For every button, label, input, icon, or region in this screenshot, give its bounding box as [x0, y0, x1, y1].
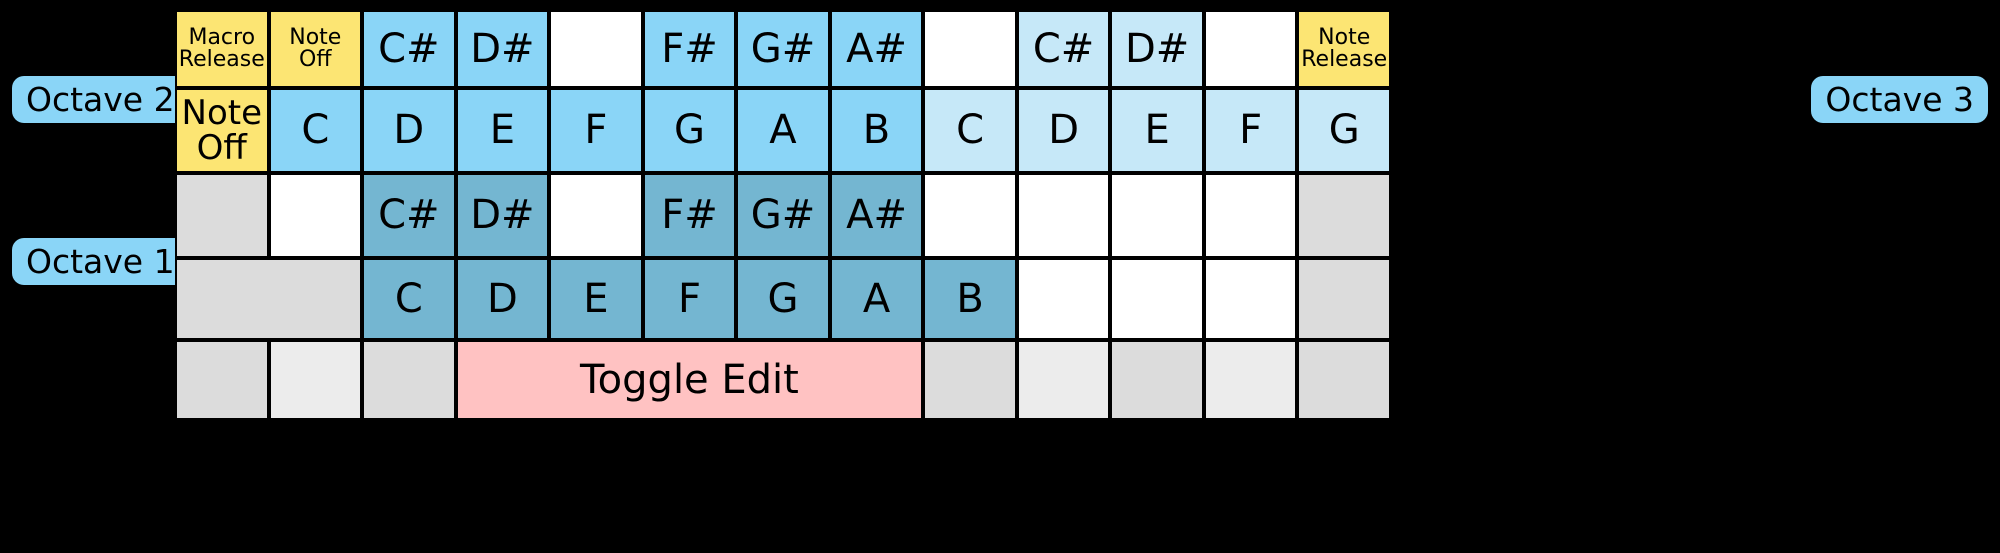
- key-f[interactable]: F: [642, 258, 737, 340]
- key-blank[interactable]: [923, 10, 1017, 88]
- key-b[interactable]: B: [923, 258, 1017, 340]
- key-blank[interactable]: [923, 173, 1017, 258]
- key-c[interactable]: C#: [362, 10, 456, 88]
- key-blank[interactable]: [1203, 258, 1298, 340]
- key-c[interactable]: C: [362, 258, 456, 340]
- key-toggle-edit[interactable]: Toggle Edit: [455, 340, 924, 420]
- key-note-off[interactable]: Note Off: [175, 88, 269, 173]
- key-g[interactable]: G: [736, 258, 830, 340]
- key-f[interactable]: F#: [642, 173, 737, 258]
- key-g[interactable]: G: [1297, 88, 1391, 173]
- key-blank[interactable]: [1016, 340, 1111, 420]
- key-c[interactable]: C: [268, 88, 363, 173]
- key-g[interactable]: G#: [736, 173, 830, 258]
- key-d[interactable]: D#: [1110, 10, 1204, 88]
- key-g[interactable]: G: [642, 88, 737, 173]
- key-blank[interactable]: [1110, 340, 1204, 420]
- key-g[interactable]: G#: [736, 10, 830, 88]
- key-blank[interactable]: [175, 173, 269, 258]
- key-blank[interactable]: [1203, 10, 1298, 88]
- key-blank[interactable]: [1297, 340, 1391, 420]
- key-c[interactable]: C#: [1016, 10, 1111, 88]
- octave-1-label: Octave 1: [12, 238, 189, 285]
- key-e[interactable]: E: [455, 88, 550, 173]
- key-d[interactable]: D#: [455, 10, 550, 88]
- key-c[interactable]: C: [923, 88, 1017, 173]
- key-blank[interactable]: [175, 340, 269, 420]
- key-c[interactable]: C#: [362, 173, 456, 258]
- key-blank[interactable]: [1297, 258, 1391, 340]
- key-blank[interactable]: [549, 173, 643, 258]
- key-a[interactable]: A#: [829, 173, 924, 258]
- key-f[interactable]: F: [1203, 88, 1298, 173]
- key-f[interactable]: F: [549, 88, 643, 173]
- key-blank[interactable]: [175, 258, 363, 340]
- key-blank[interactable]: [1016, 173, 1111, 258]
- key-d[interactable]: D: [1016, 88, 1111, 173]
- key-blank[interactable]: [1016, 258, 1111, 340]
- key-e[interactable]: E: [1110, 88, 1204, 173]
- key-a[interactable]: A: [829, 258, 924, 340]
- key-d[interactable]: D: [455, 258, 550, 340]
- key-blank[interactable]: [549, 10, 643, 88]
- key-d[interactable]: D#: [455, 173, 550, 258]
- key-b[interactable]: B: [829, 88, 924, 173]
- key-a[interactable]: A#: [829, 10, 924, 88]
- key-blank[interactable]: [923, 340, 1017, 420]
- key-blank[interactable]: [1203, 173, 1298, 258]
- key-blank[interactable]: [268, 340, 363, 420]
- octave-3-label: Octave 3: [1811, 76, 1988, 123]
- key-a[interactable]: A: [736, 88, 830, 173]
- key-blank[interactable]: [1110, 258, 1204, 340]
- key-d[interactable]: D: [362, 88, 456, 173]
- key-f[interactable]: F#: [642, 10, 737, 88]
- key-blank[interactable]: [1297, 173, 1391, 258]
- key-blank[interactable]: [1110, 173, 1204, 258]
- key-blank[interactable]: [362, 340, 456, 420]
- octave-2-label: Octave 2: [12, 76, 189, 123]
- key-note-release[interactable]: Note Release: [1297, 10, 1391, 88]
- key-e[interactable]: E: [549, 258, 643, 340]
- key-blank[interactable]: [1203, 340, 1298, 420]
- key-blank[interactable]: [268, 173, 363, 258]
- key-macro-release[interactable]: Macro Release: [175, 10, 269, 88]
- key-note-off[interactable]: Note Off: [268, 10, 363, 88]
